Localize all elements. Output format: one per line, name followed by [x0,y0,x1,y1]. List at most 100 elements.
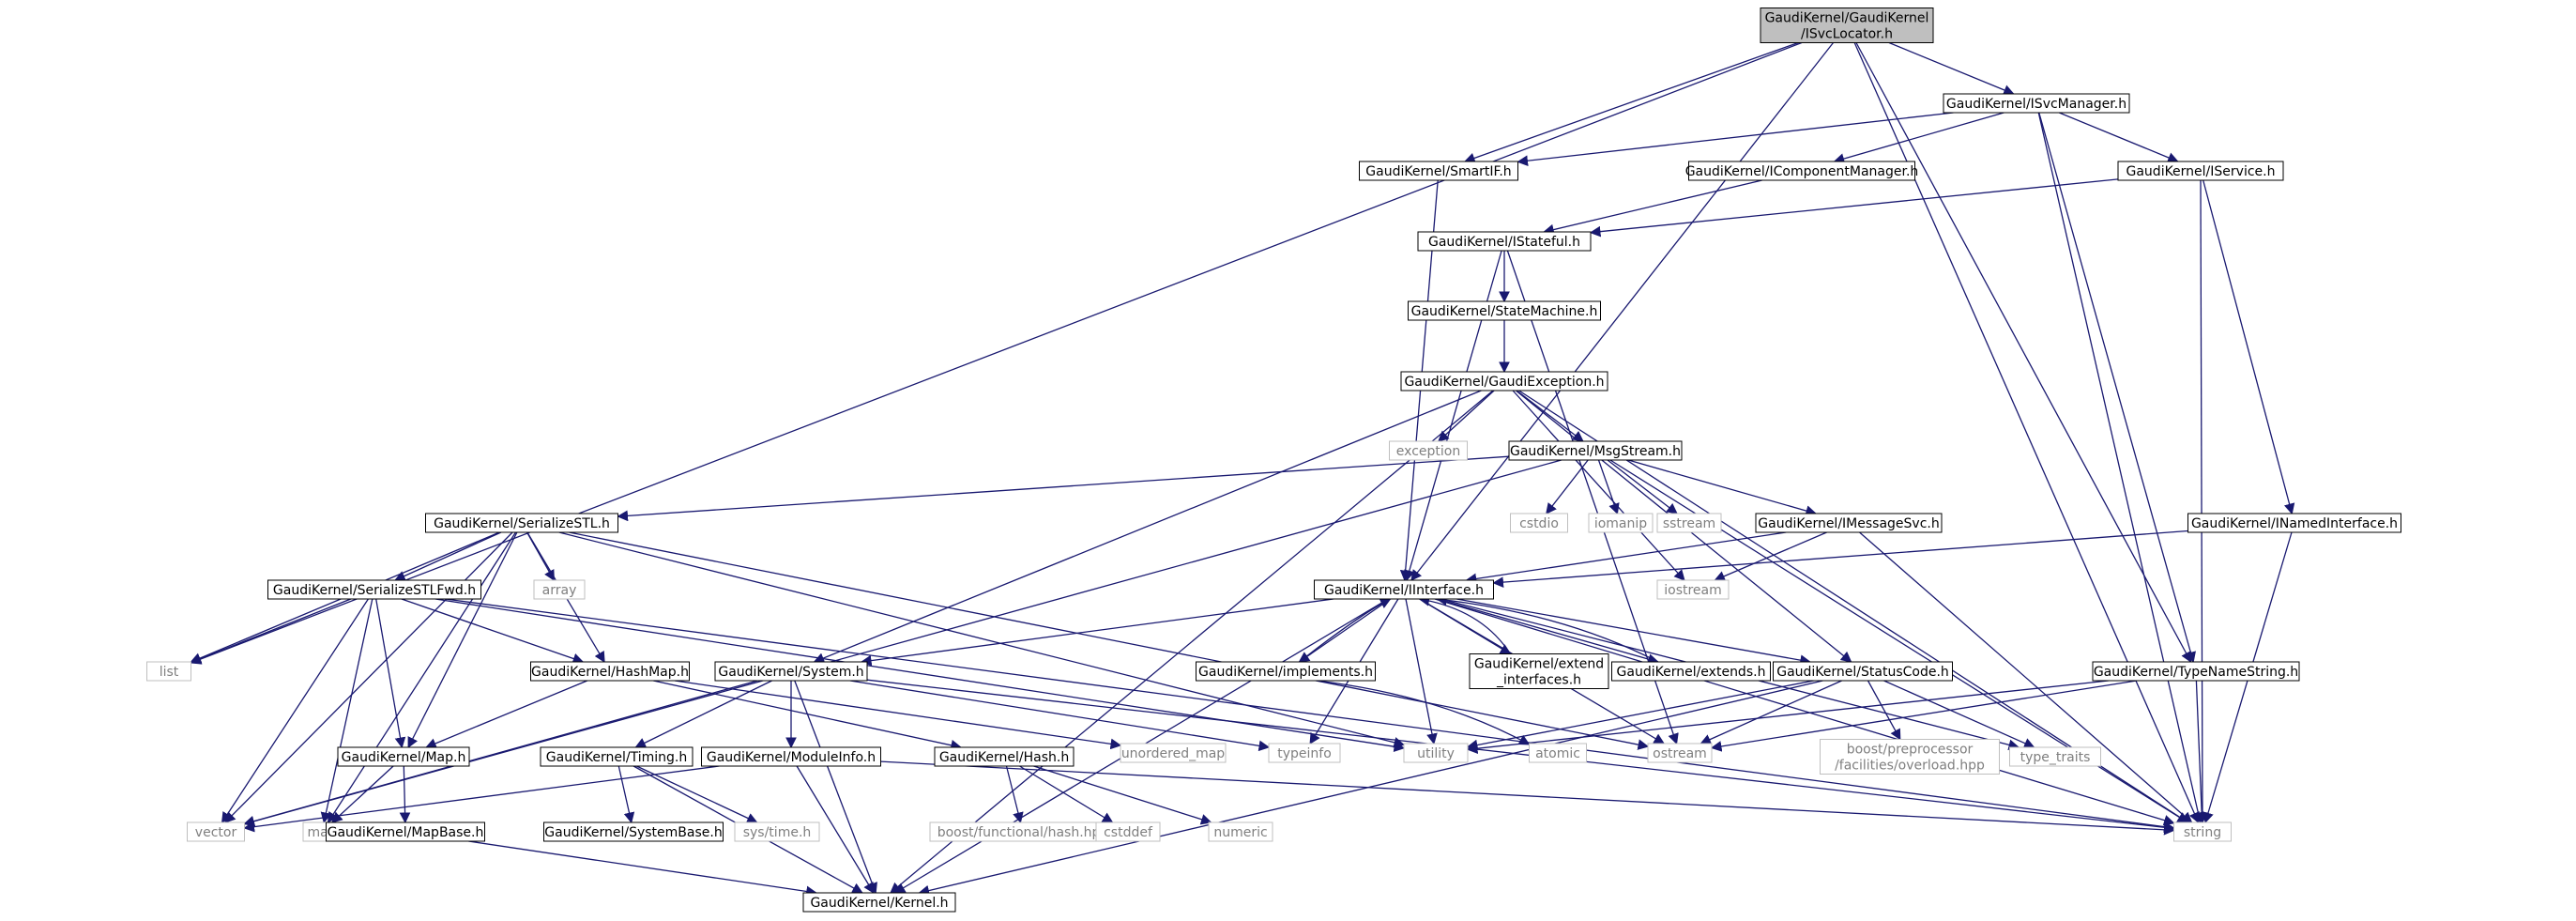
edge-system-to-string [866,679,2175,834]
node-label-root-line-1: /ISvcLocator.h [1801,26,1893,41]
node-iservice[interactable]: GaudiKernel/IService.h [2117,161,2284,181]
node-inamedinterface[interactable]: GaudiKernel/INamedInterface.h [2187,513,2401,533]
node-system[interactable]: GaudiKernel/System.h [714,661,868,682]
node-root[interactable]: GaudiKernel/GaudiKernel/ISvcLocator.h [1760,8,1934,43]
edge-system-to-vector [243,680,758,827]
edge-statuscode-to-kernel [918,680,1823,897]
edge-hashmap-to-unordered_map [674,680,1122,750]
node-mapbase[interactable]: GaudiKernel/MapBase.h [326,821,485,842]
node-map_h[interactable]: GaudiKernel/Map.h [337,746,470,767]
node-label-vector-line-0: vector [195,825,237,840]
node-iinterface[interactable]: GaudiKernel/IInterface.h [1314,579,1494,600]
node-box-hashmap [530,661,690,682]
edge-gaudiexception-to-system [813,390,1482,664]
node-array: array [533,579,586,600]
edge-istateful-to-iinterface [1404,250,1502,582]
node-label-iostream-line-0: iostream [1664,583,1722,598]
node-box-iomanip [1588,513,1654,533]
node-label-statemachine-line-0: GaudiKernel/StateMachine.h [1411,304,1598,319]
node-moduleinfo[interactable]: GaudiKernel/ModuleInfo.h [701,746,881,767]
node-box-systembase [543,821,724,842]
node-box-iostream [1656,579,1730,600]
node-box-boost_overload [1820,739,2000,775]
edge-moduleinfo-to-kernel [796,765,875,895]
node-label-map_h-line-0: GaudiKernel/Map.h [342,750,466,765]
node-box-array [533,579,586,600]
node-box-kernel [802,892,956,913]
edge-system-to-typeinfo [849,680,1271,752]
edge-root-to-typenamestring [1855,42,2192,664]
node-cstddef: cstddef [1095,821,1161,842]
edge-moduleinfo-to-vector [243,765,720,833]
node-box-iinterface [1314,579,1494,600]
node-label-hashmap-line-0: GaudiKernel/HashMap.h [531,665,689,680]
node-box-map_h [337,746,470,767]
edge-system-to-kernel [794,680,877,895]
node-box-sstream [1656,513,1722,533]
edge-inamedinterface-to-iinterface [1492,530,2188,588]
node-istateful[interactable]: GaudiKernel/IStateful.h [1417,231,1592,252]
node-box-atomic [1529,743,1587,763]
node-extends[interactable]: GaudiKernel/extends.h [1611,661,1771,682]
node-label-typenamestring-line-0: GaudiKernel/TypeNameString.h [2094,665,2298,680]
edge-root-to-isvcmanager [1888,41,2015,96]
node-box-serializestlfwd [267,579,481,600]
node-label-isvcmanager-line-0: GaudiKernel/ISvcManager.h [1946,97,2126,112]
node-label-hash-line-0: GaudiKernel/Hash.h [939,750,1069,765]
node-type_traits: type_traits [2009,746,2101,767]
edge-serializestlfwd-to-utility [434,598,1406,752]
node-exception: exception [1389,440,1468,461]
node-label-msgstream-line-0: GaudiKernel/MsgStream.h [1510,444,1681,459]
node-serializestlfwd[interactable]: GaudiKernel/SerializeSTLFwd.h [267,579,481,600]
node-cstdio: cstdio [1510,513,1568,533]
edge-timing-to-systembase [617,765,635,824]
node-timing[interactable]: GaudiKernel/Timing.h [540,746,694,767]
edge-imessagesvc-to-iinterface [1465,531,1787,585]
node-box-msgstream [1508,440,1683,461]
node-label-kernel-line-0: GaudiKernel/Kernel.h [810,896,948,911]
node-box-extend_interfaces [1469,653,1609,689]
node-box-timing [540,746,694,767]
edge-serializestl-to-serializestlfwd [394,531,502,581]
edge-iservice-to-string [2197,179,2208,824]
node-hashmap[interactable]: GaudiKernel/HashMap.h [530,661,690,682]
node-smartif[interactable]: GaudiKernel/SmartIF.h [1359,161,1518,181]
node-implements[interactable]: GaudiKernel/implements.h [1196,661,1376,682]
node-label-system-line-0: GaudiKernel/System.h [718,665,863,680]
node-label-statuscode-line-0: GaudiKernel/StatusCode.h [1776,665,1949,680]
edge-isvcmanager-to-typenamestring [2038,112,2196,664]
node-extend_interfaces[interactable]: GaudiKernel/extend_interfaces.h [1469,653,1609,689]
node-unordered_map: unordered_map [1120,743,1227,763]
edge-iinterface-to-extends [1437,598,1659,665]
node-isvcmanager[interactable]: GaudiKernel/ISvcManager.h [1943,93,2130,114]
edge-extends-to-iinterface [1436,594,1659,663]
node-imessagesvc[interactable]: GaudiKernel/IMessageSvc.h [1755,513,1943,533]
edge-system-to-timing [634,680,772,748]
node-hash[interactable]: GaudiKernel/Hash.h [934,746,1075,767]
node-typenamestring[interactable]: GaudiKernel/TypeNameString.h [2092,661,2300,682]
edge-iservice-to-istateful [1589,178,2119,238]
node-icomponentmanager[interactable]: GaudiKernel/IComponentManager.h [1685,161,1919,181]
node-statemachine[interactable]: GaudiKernel/StateMachine.h [1408,300,1601,321]
node-ostream: ostream [1647,743,1713,763]
node-statuscode[interactable]: GaudiKernel/StatusCode.h [1773,661,1953,682]
node-gaudiexception[interactable]: GaudiKernel/GaudiException.h [1400,371,1608,391]
node-box-statuscode [1773,661,1953,682]
edge-map_h-to-mapbase [399,765,411,824]
node-box-iservice [2117,161,2284,181]
node-utility: utility [1403,743,1469,763]
node-label-iinterface-line-0: GaudiKernel/IInterface.h [1324,583,1484,598]
node-label-sstream-line-0: sstream [1663,516,1715,531]
edge-root-to-iinterface [1410,42,1835,581]
node-systembase[interactable]: GaudiKernel/SystemBase.h [543,821,724,842]
edge-statuscode-to-boost_overload [1867,680,1901,741]
node-msgstream[interactable]: GaudiKernel/MsgStream.h [1508,440,1683,461]
node-label-extends-line-0: GaudiKernel/extends.h [1617,665,1766,680]
node-serializestl[interactable]: GaudiKernel/SerializeSTL.h [425,513,618,533]
edge-root-to-list [190,41,1803,665]
node-string: string [2173,821,2232,842]
node-box-icomponentmanager [1688,161,1915,181]
node-label-typeinfo-line-0: typeinfo [1277,746,1332,761]
node-kernel[interactable]: GaudiKernel/Kernel.h [802,892,956,913]
